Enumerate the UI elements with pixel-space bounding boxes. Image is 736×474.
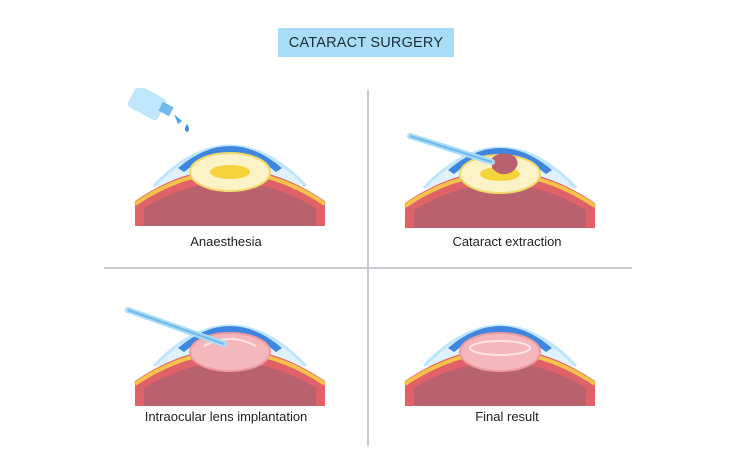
title-banner: CATARACT SURGERY <box>278 28 454 57</box>
step-label-anaesthesia: Anaesthesia <box>190 234 262 249</box>
eye-cross-section-icon <box>133 144 327 226</box>
step-label-lens-implantation: Intraocular lens implantation <box>144 409 308 424</box>
eye-extraction-illustration <box>403 133 597 228</box>
panel-cataract-extraction <box>400 118 620 230</box>
panel-lens-implantation <box>120 296 340 408</box>
injector-icon <box>125 307 227 347</box>
eye-cross-section-icon <box>403 324 597 406</box>
step-label-final-result: Final result <box>475 409 539 424</box>
eye-cross-section-icon <box>403 146 597 228</box>
eye-cross-section-icon <box>133 324 327 406</box>
panel-anaesthesia <box>120 88 340 228</box>
eye-final-illustration <box>403 324 597 406</box>
horizontal-divider <box>104 267 632 269</box>
eye-implantation-illustration <box>125 307 327 406</box>
eye-drop-bottle-icon <box>127 88 189 132</box>
step-label-cataract-extraction: Cataract extraction <box>452 234 562 249</box>
page-title: CATARACT SURGERY <box>288 34 444 51</box>
panel-final-result <box>400 296 620 408</box>
eye-anaesthesia-illustration <box>127 88 327 226</box>
probe-icon <box>407 133 495 165</box>
